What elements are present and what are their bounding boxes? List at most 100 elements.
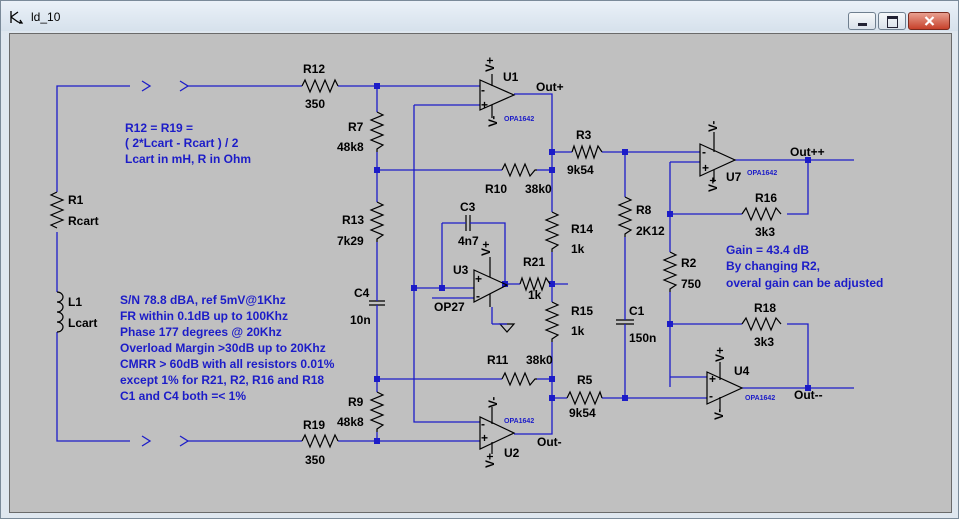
u1-ref: U1 [503, 70, 519, 84]
c3-value: 4n7 [458, 234, 479, 248]
resistor-r7[interactable] [369, 111, 385, 152]
u1-vminus: V- [486, 116, 500, 127]
c1-ref: C1 [629, 304, 645, 318]
l1-ref: L1 [68, 295, 82, 309]
r14-ref: R14 [571, 222, 593, 236]
r3-ref: R3 [576, 128, 592, 142]
r15-value: 1k [571, 324, 585, 338]
r3-value: 9k54 [567, 163, 594, 177]
r19-ref: R19 [303, 418, 325, 432]
window-title: ld_10 [31, 10, 61, 24]
r12-ref: R12 [303, 62, 325, 76]
u2-plus: + [481, 431, 488, 445]
u2-vminus: V- [486, 397, 500, 408]
u1-minus: - [481, 83, 485, 97]
resistor-r12[interactable] [301, 78, 339, 94]
r16-value: 3k3 [755, 225, 775, 239]
resistor-r10[interactable] [501, 162, 537, 178]
u4-plus: + [709, 372, 716, 386]
u7-ref: U7 [726, 170, 742, 184]
c4-ref: C4 [354, 286, 370, 300]
specs-note: S/N 78.8 dBA, ref 5mV@1Khz FR within 0.1… [120, 293, 335, 403]
schematic-canvas[interactable]: R12 350 R19 350 R1 Rcart L1 Lcart R7 48k… [9, 33, 952, 513]
maximize-button[interactable] [878, 12, 906, 30]
u3-model: OP27 [434, 300, 465, 314]
opamp-u7[interactable] [699, 132, 737, 182]
u1-model: OPA1642 [504, 116, 534, 123]
c3-ref: C3 [460, 200, 476, 214]
u2-minus: - [481, 417, 485, 431]
u7-model: OPA1642 [747, 170, 777, 177]
svg-text:C1 and C4 both =< 1%: C1 and C4 both =< 1% [120, 389, 246, 403]
u7-plus: + [702, 161, 709, 175]
inductor-l1[interactable] [56, 291, 64, 333]
u4-vplus: V+ [713, 347, 727, 362]
net-out-plusplus: Out++ [790, 145, 825, 159]
r21-ref: R21 [523, 255, 545, 269]
resistor-r2[interactable] [662, 251, 678, 292]
close-button[interactable] [908, 12, 950, 30]
resistor-r18[interactable] [741, 316, 782, 332]
r13-value: 7k29 [337, 234, 364, 248]
r12-value: 350 [305, 97, 325, 111]
resistor-r15[interactable] [544, 301, 560, 342]
svg-text:( 2*Lcart - Rcart ) / 2: ( 2*Lcart - Rcart ) / 2 [125, 136, 239, 150]
r11-ref: R11 [487, 353, 509, 367]
u7-vminus: V- [706, 121, 720, 132]
resistor-r14[interactable] [544, 211, 560, 252]
resistor-r16[interactable] [741, 206, 782, 222]
r10-ref: R10 [485, 182, 507, 196]
svg-text:FR within 0.1dB up to 100Khz: FR within 0.1dB up to 100Khz [120, 309, 288, 323]
r2-ref: R2 [681, 256, 697, 270]
resistor-r3[interactable] [571, 144, 603, 160]
net-out-minusminus: Out-- [794, 388, 823, 402]
resistor-r1[interactable] [49, 191, 65, 229]
resistor-r5[interactable] [566, 390, 603, 406]
resistor-r21[interactable] [519, 276, 551, 292]
r2-value: 750 [681, 277, 701, 291]
component-labels: R12 350 R19 350 R1 Rcart L1 Lcart R7 48k… [68, 62, 825, 467]
title-bar[interactable]: ld_10 [1, 1, 958, 31]
c4-value: 10n [350, 313, 371, 327]
ground-symbol [492, 323, 516, 333]
u2-ref: U2 [504, 446, 520, 460]
svg-text:Lcart in mH, R in Ohm: Lcart in mH, R in Ohm [125, 152, 251, 166]
opamp-u1[interactable] [479, 74, 516, 118]
c1-value: 150n [629, 331, 656, 345]
r5-value: 9k54 [569, 406, 596, 420]
close-icon [924, 16, 935, 26]
resistor-r19[interactable] [301, 433, 339, 449]
svg-text:Overload Margin >30dB up to 20: Overload Margin >30dB up to 20Khz [120, 341, 326, 355]
u2-vplus: V+ [483, 453, 497, 468]
r14-value: 1k [571, 242, 585, 256]
opamp-u3[interactable] [473, 257, 509, 307]
svg-text:By changing R2,: By changing R2, [726, 259, 820, 273]
resistor-r8[interactable] [617, 196, 633, 237]
svg-text:CMRR > 60dB with all resistors: CMRR > 60dB with all resistors 0.01% [120, 357, 335, 371]
svg-text:R12 = R19 =: R12 = R19 = [125, 121, 193, 135]
resistor-r11[interactable] [501, 371, 537, 387]
u7-minus: - [702, 145, 706, 159]
r10-value: 38k0 [525, 182, 552, 196]
svg-text:overal gain can be adjusted: overal gain can be adjusted [726, 276, 883, 290]
r8-value: 2K12 [636, 224, 665, 238]
capacitor-c4[interactable] [369, 292, 385, 312]
resistor-r9[interactable] [369, 391, 385, 432]
u1-plus: + [481, 98, 488, 112]
schematic-icon [10, 11, 24, 24]
resistor-r13[interactable] [369, 201, 385, 242]
gain-note: Gain = 43.4 dB By changing R2, overal ga… [726, 243, 883, 290]
opamp-u4[interactable] [706, 362, 744, 412]
u4-minus: - [709, 389, 713, 403]
capacitor-c3[interactable] [459, 215, 477, 231]
r18-value: 3k3 [754, 335, 774, 349]
minimize-button[interactable] [848, 12, 876, 30]
capacitor-c1[interactable] [616, 312, 634, 332]
u2-model: OPA1642 [504, 418, 534, 425]
opamp-u2[interactable] [479, 407, 516, 454]
net-out-plus: Out+ [536, 80, 564, 94]
minimize-icon [858, 23, 867, 26]
svg-text:except 1% for R21, R2, R16 and: except 1% for R21, R2, R16 and R18 [120, 373, 324, 387]
r16-ref: R16 [755, 191, 777, 205]
